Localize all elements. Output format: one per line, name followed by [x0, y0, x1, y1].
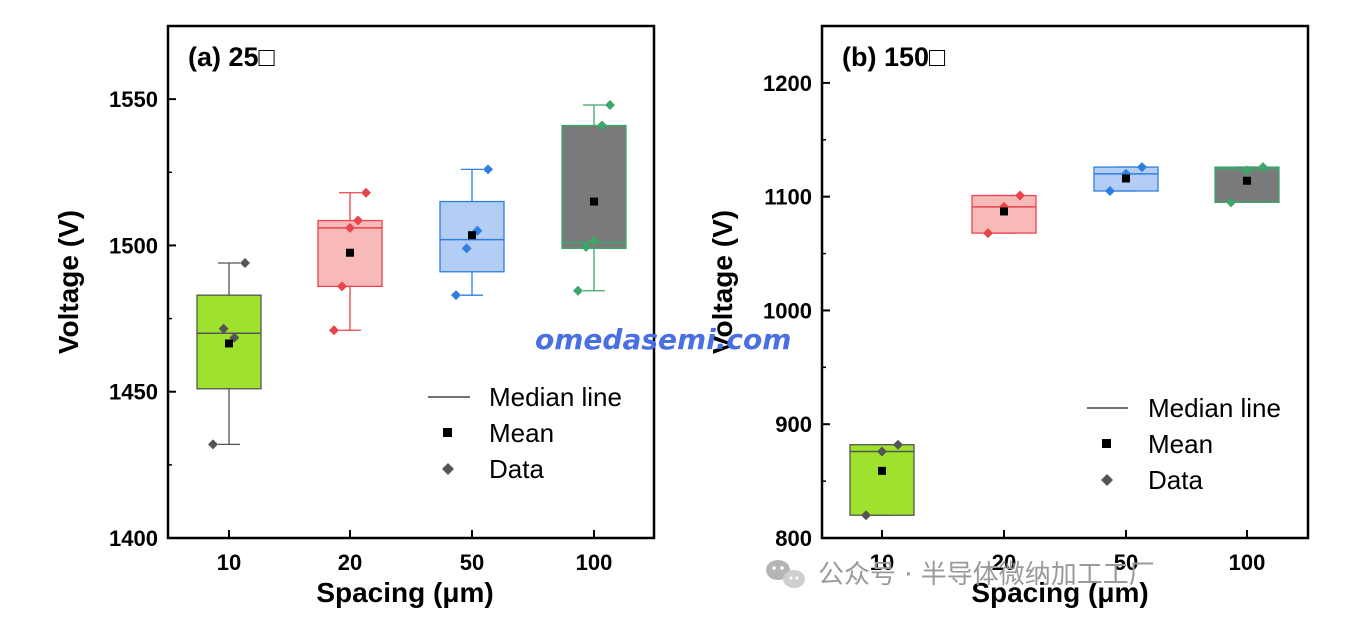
plot-frame: [820, 24, 1310, 540]
data-point: [208, 439, 218, 450]
data-point: [240, 257, 250, 268]
x-tick-label: 10: [870, 550, 894, 575]
y-tick-label: 1400: [109, 526, 158, 551]
legend-data-marker: [442, 463, 454, 475]
chart-title: (b) 150□: [842, 42, 946, 72]
data-point: [597, 120, 607, 131]
legend-mean-marker: [1102, 439, 1111, 448]
x-tick-label: 50: [460, 550, 484, 575]
y-tick-label: 1000: [763, 298, 812, 323]
y-tick-label: 900: [775, 412, 812, 437]
y-tick-label: 1550: [109, 87, 158, 112]
x-tick-label: 100: [1229, 550, 1266, 575]
data-point: [1015, 190, 1025, 201]
mean-marker: [346, 248, 354, 257]
data-point: [451, 290, 461, 301]
data-point: [893, 439, 903, 450]
y-tick-label: 1200: [763, 71, 812, 96]
data-point: [329, 325, 339, 336]
y-axis-title: Voltage (V): [707, 210, 738, 354]
legend-label-data: Data: [489, 454, 544, 484]
mean-marker: [1122, 174, 1130, 183]
panel-a: (a) 25□ Spacing (μm) Voltage (V) 1400 145…: [53, 24, 656, 608]
mean-marker: [225, 339, 233, 348]
legend-label-median: Median line: [1148, 393, 1281, 423]
x-tick-label: 100: [576, 550, 613, 575]
data-point: [581, 241, 591, 252]
data-point: [337, 281, 347, 292]
legend-label-median: Median line: [489, 382, 622, 412]
panel-b: (b) 150□ Spacing (μm) Voltage (V) 800 900…: [707, 24, 1310, 608]
wechat-caption-text: 公众号 · 半导体微纳加工工厂: [818, 560, 1155, 590]
data-point: [1226, 197, 1236, 208]
plot-frame: [166, 24, 656, 540]
x-axis-title: Spacing (μm): [316, 577, 493, 608]
data-point: [353, 215, 363, 226]
chart-marks: 1400 1450 1500 1550 10 20 50 100: [109, 87, 627, 575]
x-tick-label: 50: [1114, 550, 1138, 575]
y-tick-label: 1500: [109, 233, 158, 258]
box-iqr: [561, 124, 627, 250]
y-tick-label: 800: [775, 526, 812, 551]
x-tick-label: 10: [217, 550, 241, 575]
data-point: [605, 99, 615, 110]
data-point: [1258, 162, 1268, 173]
mean-marker: [1000, 207, 1008, 216]
x-tick-label: 20: [338, 550, 362, 575]
mean-marker: [878, 466, 886, 475]
legend: Median line Mean Data: [1087, 393, 1281, 495]
data-point: [483, 164, 493, 175]
data-point: [218, 323, 229, 334]
legend-label-mean: Mean: [1148, 429, 1213, 459]
data-point: [1242, 165, 1252, 176]
data-point: [573, 285, 583, 296]
data-point: [861, 510, 871, 521]
y-axis-title: Voltage (V): [53, 210, 84, 354]
data-point: [877, 446, 887, 457]
chart-marks: 800 900 1000 1100 1200 10 20 50 100: [763, 71, 1280, 575]
legend-mean-marker: [443, 428, 452, 437]
data-point: [589, 236, 599, 247]
mean-marker: [1243, 176, 1251, 185]
data-point: [345, 222, 355, 233]
data-point: [461, 243, 472, 254]
data-point: [1105, 185, 1115, 196]
data-point: [361, 187, 371, 198]
legend-data-marker: [1101, 474, 1113, 486]
wechat-caption: 公众号 · 半导体微纳加工工厂: [766, 560, 1155, 590]
watermark-text: omedasemi.com: [535, 323, 791, 356]
chart-title: (a) 25□: [188, 42, 276, 72]
legend: Median line Mean Data: [428, 382, 622, 484]
y-tick-label: 1100: [764, 185, 812, 210]
legend-label-mean: Mean: [489, 418, 554, 448]
legend-label-data: Data: [1148, 465, 1203, 495]
data-point: [983, 228, 993, 239]
mean-marker: [590, 197, 598, 206]
wechat-icon: [766, 560, 805, 588]
data-point: [1137, 162, 1147, 173]
x-tick-label: 20: [992, 550, 1016, 575]
mean-marker: [468, 231, 476, 240]
y-tick-label: 1450: [109, 380, 158, 405]
x-axis-title: Spacing (μm): [971, 577, 1148, 608]
